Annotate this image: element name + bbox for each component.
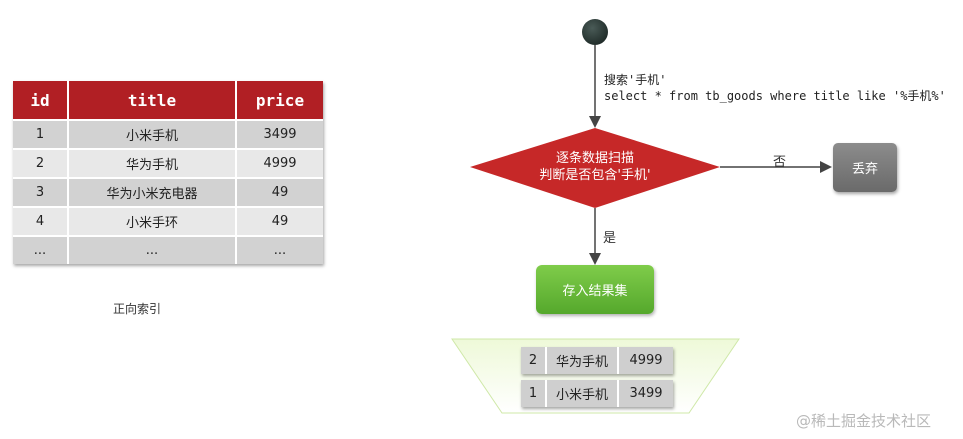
result-title: 小米手机 [547, 380, 619, 407]
decision-line-1: 逐条数据扫描 [555, 151, 634, 166]
table-row: 4 小米手环 49 [13, 206, 323, 236]
cell-price: 3499 [236, 119, 323, 149]
forward-index-table: id title price 1 小米手机 3499 2 华为手机 4999 3… [13, 81, 323, 264]
cell-title: 华为手机 [68, 148, 237, 178]
table-row: 1 小米手机 3499 [13, 119, 323, 149]
table-row: 3 华为小米充电器 49 [13, 177, 323, 207]
cell-title: 小米手机 [68, 119, 237, 149]
result-id: 2 [521, 347, 547, 374]
cell-id: ... [13, 235, 69, 264]
cell-price: 49 [236, 206, 323, 236]
branch-label-yes: 是 [603, 231, 617, 246]
cell-price: ... [236, 235, 323, 264]
result-title: 华为手机 [547, 347, 619, 374]
table-row: ... ... ... [13, 235, 323, 264]
column-header-id: id [13, 81, 69, 120]
search-keyword-line: 搜索'手机' [604, 73, 667, 87]
result-price: 3499 [619, 380, 673, 407]
decision-line-2: 判断是否包含'手机' [539, 168, 651, 183]
cell-title: 小米手环 [68, 206, 237, 236]
cell-id: 4 [13, 206, 69, 236]
table-row: 2 华为手机 4999 [13, 148, 323, 178]
cell-id: 3 [13, 177, 69, 207]
cell-title: 华为小米充电器 [68, 177, 237, 207]
discard-node: 丢弃 [833, 143, 897, 192]
branch-label-no: 否 [773, 155, 787, 170]
forward-index-caption: 正向索引 [113, 302, 162, 316]
cell-title: ... [68, 235, 237, 264]
start-node [582, 19, 608, 45]
result-id: 1 [521, 380, 547, 407]
cell-price: 4999 [236, 148, 323, 178]
store-result-node: 存入结果集 [536, 265, 654, 314]
result-row: 1 小米手机 3499 [521, 380, 673, 407]
search-sql-line: select * from tb_goods where title like … [604, 89, 946, 103]
cell-price: 49 [236, 177, 323, 207]
decision-diamond [470, 128, 720, 208]
watermark-text: @稀土掘金技术社区 [796, 412, 932, 430]
decision-label: 逐条数据扫描 判断是否包含'手机' [470, 150, 720, 184]
column-header-price: price [236, 81, 323, 120]
column-header-title: title [68, 81, 237, 120]
result-row: 2 华为手机 4999 [521, 347, 673, 374]
result-price: 4999 [619, 347, 673, 374]
search-query-annotation: 搜索'手机' select * from tb_goods where title… [604, 72, 946, 104]
cell-id: 1 [13, 119, 69, 149]
cell-id: 2 [13, 148, 69, 178]
table-header-row: id title price [13, 81, 323, 120]
